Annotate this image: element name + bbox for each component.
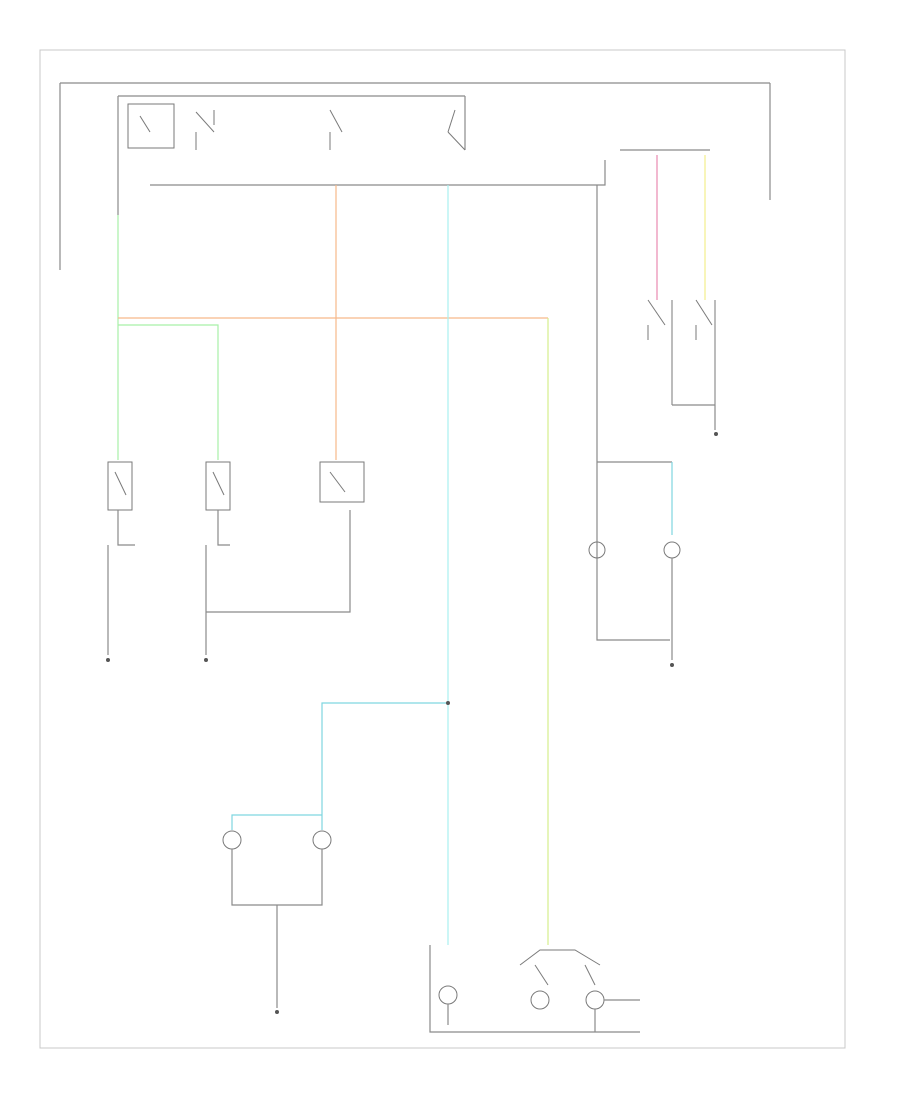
middle-courtesy-switch [205,461,351,655]
ground-g-right-top [714,432,718,436]
ground-g-middle [204,658,208,662]
rear-door-switch [672,299,716,430]
map-lamps [222,830,332,1008]
front-door-switch [647,299,673,405]
orange-wire [118,185,548,460]
ground-g-left [106,658,110,662]
black-wire-right [596,185,670,641]
ground-g-right [670,663,674,667]
light-green-wire [117,215,219,460]
splice-point [446,701,450,705]
shift-lock-switch [319,461,365,503]
overhead-console [429,945,640,1033]
fuse-panel [59,82,771,270]
left-courtesy-switch [107,461,135,655]
battery-saver-relay [127,103,215,150]
ground-g-bottom [275,1010,279,1014]
blue-wire-map [231,702,448,830]
interior-lamp-relay [329,109,466,151]
cargo-lamp-group [588,461,681,660]
diagram-frame [39,49,846,1049]
